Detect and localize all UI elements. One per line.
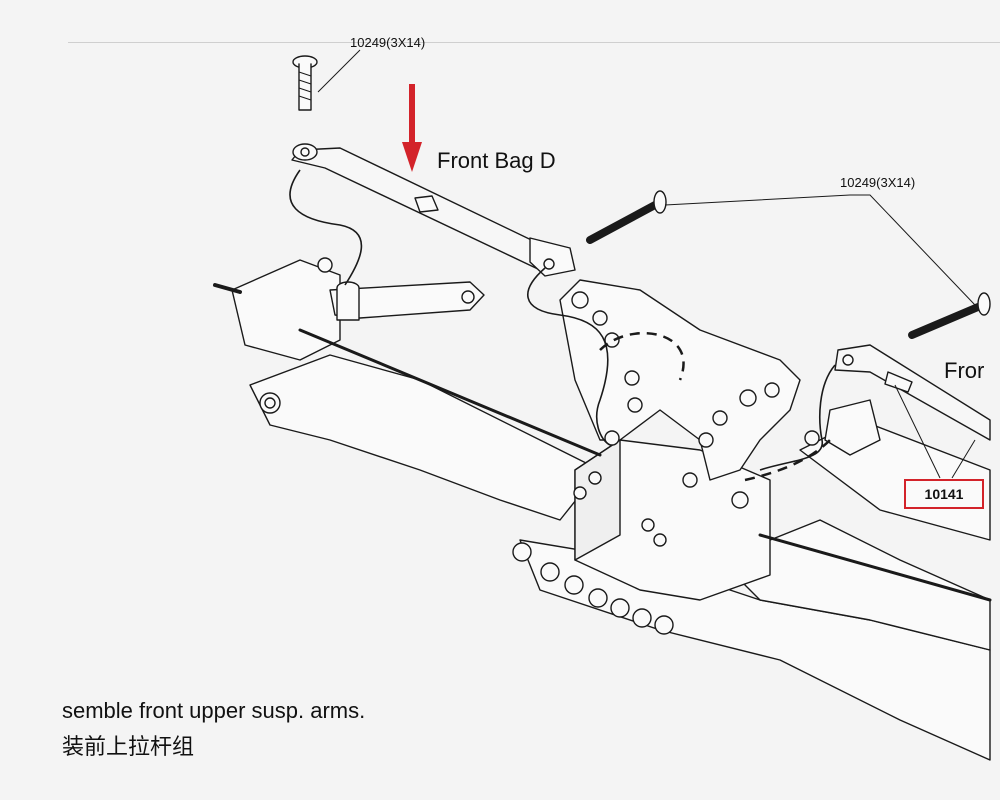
steering-arm — [329, 281, 485, 319]
upper-link-rod-right — [834, 344, 991, 441]
guide-dashed-1 — [599, 331, 685, 381]
leader-top-screw — [317, 49, 361, 93]
page-top-border — [68, 42, 1000, 43]
leader-partnumber-b — [951, 439, 976, 479]
side-label-cut: Fror — [944, 358, 985, 383]
screw-part-label-top: 10249(3X14) — [350, 35, 426, 50]
right-hub — [824, 399, 881, 456]
screw-right-1 — [586, 190, 667, 244]
guide-wire-left — [289, 169, 363, 286]
screw-top — [292, 55, 318, 111]
steering-knuckle — [231, 259, 341, 361]
bulkhead-front-face — [574, 439, 621, 561]
leader-right-screw — [664, 194, 976, 306]
bag-label: Front Bag D — [437, 148, 556, 173]
caption-chinese: 装前上拉杆组 — [62, 735, 195, 760]
part-number-box: 10141 — [904, 479, 984, 509]
bulkhead-body — [574, 439, 771, 601]
axle-stub — [213, 283, 242, 294]
drive-shaft-left — [298, 328, 602, 457]
screw-part-label-right: 10249(3X14) — [840, 175, 916, 190]
screw-right-2 — [908, 292, 991, 339]
down-arrow-icon — [402, 84, 422, 172]
guide-wire-center — [527, 267, 611, 446]
leader-partnumber-a — [894, 384, 941, 479]
guide-dashed-2 — [744, 439, 831, 482]
guide-wire-right — [759, 364, 836, 471]
lower-suspension-arm-left — [249, 354, 601, 521]
caption-english: semble front upper susp. arms. — [62, 698, 366, 723]
arm-brace-right — [719, 519, 991, 651]
drive-shaft-right — [758, 533, 992, 602]
